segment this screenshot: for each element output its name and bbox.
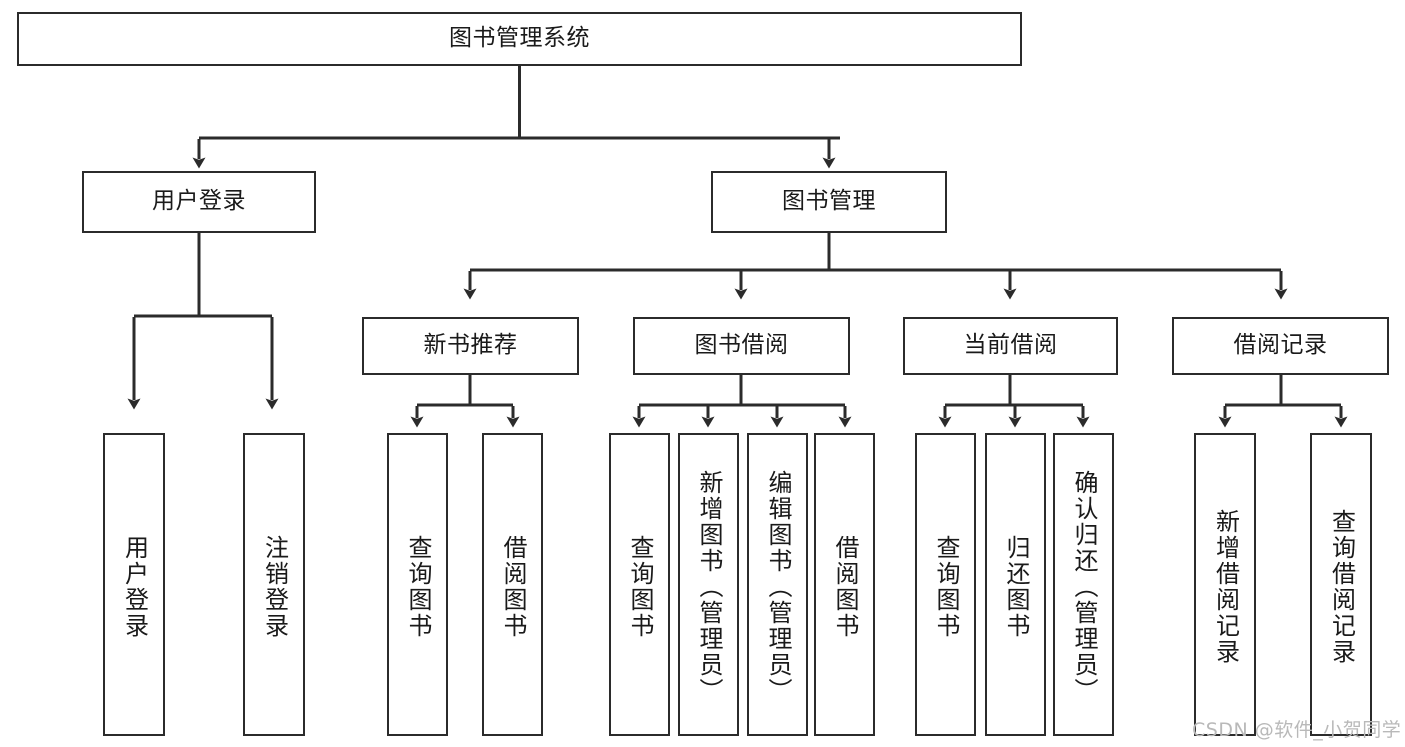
node-leaf-borrow-book-1[interactable]: 借阅图书 bbox=[482, 433, 543, 736]
node-current-borrow[interactable]: 当前借阅 bbox=[903, 317, 1118, 375]
node-leaf-query-book-3[interactable]: 查询图书 bbox=[915, 433, 976, 736]
node-root[interactable]: 图书管理系统 bbox=[17, 12, 1022, 66]
node-book-manage[interactable]: 图书管理 bbox=[711, 171, 947, 233]
node-label: 查询借阅记录 bbox=[1327, 508, 1356, 665]
node-label: 借阅图书 bbox=[830, 534, 859, 639]
node-borrow-record[interactable]: 借阅记录 bbox=[1172, 317, 1389, 375]
node-book-borrow[interactable]: 图书借阅 bbox=[633, 317, 850, 375]
node-label: 查询图书 bbox=[403, 534, 432, 639]
node-user-login[interactable]: 用户登录 bbox=[82, 171, 316, 233]
node-leaf-logout[interactable]: 注销登录 bbox=[243, 433, 305, 736]
node-leaf-query-book-2[interactable]: 查询图书 bbox=[609, 433, 670, 736]
node-label: 图书管理 bbox=[782, 188, 876, 215]
node-leaf-confirm-return[interactable]: 确认归还（管理员） bbox=[1053, 433, 1114, 736]
node-label: 借阅记录 bbox=[1233, 332, 1328, 359]
node-label: 编辑图书（管理员） bbox=[763, 469, 792, 704]
node-label: 确认归还（管理员） bbox=[1069, 469, 1098, 704]
node-label: 当前借阅 bbox=[963, 332, 1058, 359]
node-leaf-edit-book[interactable]: 编辑图书（管理员） bbox=[747, 433, 808, 736]
node-leaf-return-book[interactable]: 归还图书 bbox=[985, 433, 1046, 736]
node-label: 注销登录 bbox=[260, 534, 289, 639]
node-leaf-add-book[interactable]: 新增图书（管理员） bbox=[678, 433, 739, 736]
node-label: 新增图书（管理员） bbox=[694, 469, 723, 704]
node-label: 新增借阅记录 bbox=[1211, 508, 1240, 665]
node-label: 图书管理系统 bbox=[449, 25, 590, 52]
node-leaf-user-login[interactable]: 用户登录 bbox=[103, 433, 165, 736]
node-label: 用户登录 bbox=[152, 188, 246, 215]
node-label: 查询图书 bbox=[625, 534, 654, 639]
node-leaf-borrow-book-2[interactable]: 借阅图书 bbox=[814, 433, 875, 736]
node-label: 图书借阅 bbox=[694, 332, 789, 359]
node-leaf-query-record[interactable]: 查询借阅记录 bbox=[1310, 433, 1372, 736]
node-label: 借阅图书 bbox=[498, 534, 527, 639]
node-label: 新书推荐 bbox=[423, 332, 518, 359]
node-leaf-add-record[interactable]: 新增借阅记录 bbox=[1194, 433, 1256, 736]
node-label: 查询图书 bbox=[931, 534, 960, 639]
watermark: CSDN @软件_小贺同学 bbox=[1192, 719, 1402, 741]
node-label: 用户登录 bbox=[120, 534, 149, 639]
node-label: 归还图书 bbox=[1001, 534, 1030, 639]
node-new-book-rec[interactable]: 新书推荐 bbox=[362, 317, 579, 375]
node-leaf-query-book-1[interactable]: 查询图书 bbox=[387, 433, 448, 736]
